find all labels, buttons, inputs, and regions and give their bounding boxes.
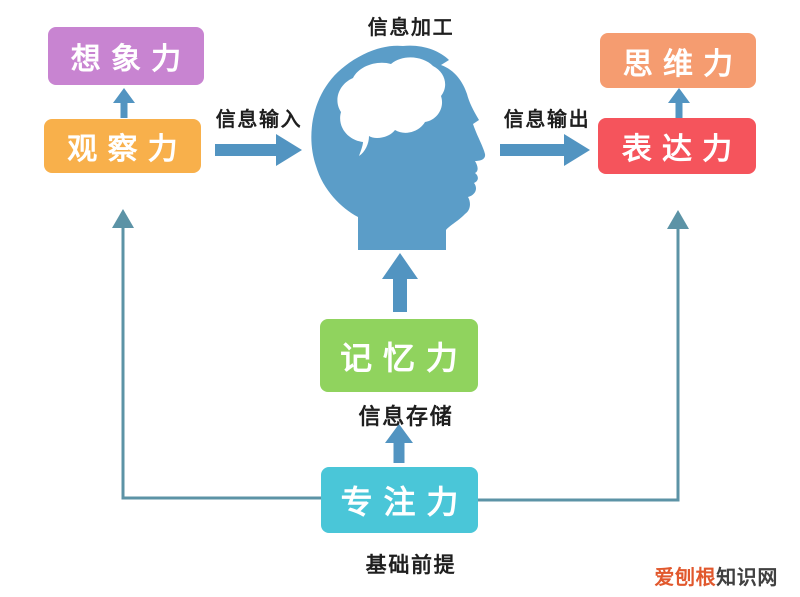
node-label: 记忆力 <box>340 339 469 376</box>
node-memory: 记忆力 <box>320 319 478 392</box>
head-silhouette-icon <box>311 45 486 250</box>
label-information-processing: 信息加工 <box>367 17 455 39</box>
head-profile <box>311 45 486 250</box>
node-label: 想象力 <box>70 43 192 76</box>
output-arrow <box>500 134 590 166</box>
watermark: 爱刨根知识网 <box>654 561 778 590</box>
label-foundation-premise: 基础前提 <box>365 554 457 577</box>
up-arrow-memory-to-head <box>382 253 418 312</box>
right-feedback-line <box>478 221 680 502</box>
node-label: 专注力 <box>340 484 470 520</box>
node-observation: 观察力 <box>44 119 201 173</box>
node-expression: 表达力 <box>598 118 756 174</box>
left-feedback-line <box>121 220 321 500</box>
up-arrow-expression-to-thinking <box>668 88 690 118</box>
node-thinking: 思维力 <box>600 33 756 88</box>
label-information-input: 信息输入 <box>215 109 303 131</box>
node-imagination: 想象力 <box>48 27 204 85</box>
node-label: 观察力 <box>67 133 188 166</box>
node-label: 思维力 <box>622 47 744 81</box>
left-feedback-arrowhead <box>112 209 134 228</box>
up-arrow-observation-to-imagination <box>113 88 135 118</box>
input-arrow <box>215 134 302 166</box>
label-information-storage: 信息存储 <box>358 404 454 429</box>
brain-icon <box>337 57 446 156</box>
node-focus: 专注力 <box>321 467 478 533</box>
watermark-brand: 爱刨根 <box>654 567 717 589</box>
node-label: 表达力 <box>621 133 743 166</box>
watermark-suffix: 知识网 <box>716 567 778 589</box>
label-information-output: 信息输出 <box>503 109 591 131</box>
right-feedback-arrowhead <box>667 210 689 229</box>
